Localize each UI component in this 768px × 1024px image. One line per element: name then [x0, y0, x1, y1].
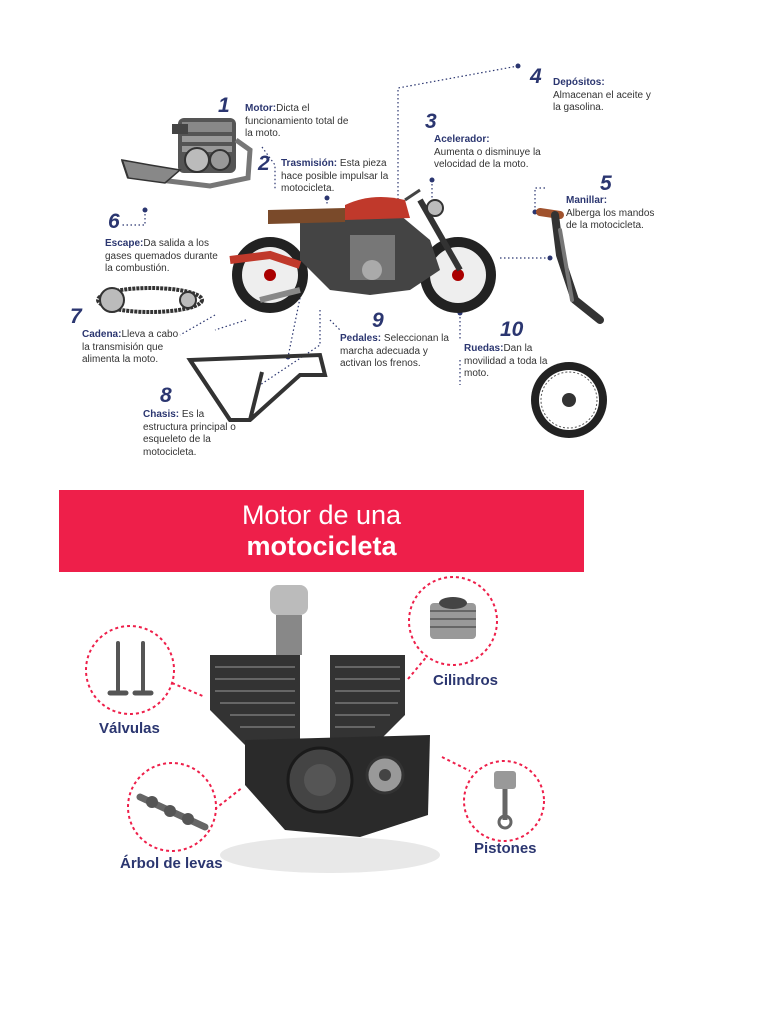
label-text: Da salida a los gases quemados durante l… [105, 238, 218, 274]
label-handlebar: Manillar:Alberga los mandos de la motoci… [566, 195, 666, 233]
engine-illustration [85, 576, 545, 873]
engine-part-icon [159, 118, 253, 189]
camshaft-icon [136, 793, 209, 831]
wheel-part-icon [531, 362, 607, 438]
valves-label: Válvulas [99, 720, 160, 737]
label-text: Alberga los mandos de la motocicleta. [566, 207, 655, 232]
exhaust-part-icon [120, 159, 182, 184]
label-text: Aumenta o disminuye la velocidad de la m… [434, 146, 541, 171]
label-pedals: Pedales: Seleccionan la marcha adecuada … [340, 333, 450, 371]
label-title: Chasis: [143, 409, 180, 420]
number-badge-1: 1 [218, 94, 230, 117]
engine-block-icon [210, 585, 440, 873]
label-text: Almacenan el aceite y la gasolina. [553, 89, 651, 114]
label-chassis: Chasis: Es la estructura principal o esq… [143, 409, 248, 459]
engine-title-banner: Motor de una motocicleta [59, 490, 584, 572]
label-transmission: Trasmisión: Esta pieza hace posible impu… [281, 158, 393, 196]
label-motor: Motor:Dicta el funcionamiento total de l… [245, 103, 355, 141]
label-text: Es la estructura principal o esqueleto d… [143, 409, 236, 458]
number-badge-3: 3 [425, 110, 437, 133]
label-title: Acelerador: [434, 134, 490, 145]
number-badge-6: 6 [108, 210, 120, 233]
cylinders-icon [430, 597, 476, 639]
engine-title-line2: motocicleta [246, 531, 397, 561]
label-exhaust: Escape:Da salida a los gases quemados du… [105, 238, 220, 276]
pistons-icon [494, 771, 516, 830]
chain-part-icon [96, 286, 204, 314]
label-title: Motor: [245, 103, 277, 114]
label-text: Dan la movilidad a toda la moto. [464, 343, 548, 379]
label-title: Escape: [105, 238, 144, 249]
label-title: Manillar: [566, 195, 608, 206]
label-title: Pedales: [340, 333, 382, 344]
label-tanks: Depósitos:Almacenan el aceite y la gasol… [553, 77, 653, 115]
motorcycle-illustration [96, 63, 607, 438]
motorcycle-icon [229, 188, 496, 313]
number-badge-10: 10 [500, 318, 524, 341]
label-text: Lleva a cabo la transmisión que alimenta… [82, 329, 179, 365]
number-badge-2: 2 [258, 152, 270, 175]
handlebar-part-icon [536, 208, 604, 324]
camshaft-label: Árbol de levas [120, 855, 223, 872]
pistons-label: Pistones [474, 840, 537, 857]
label-title: Trasmisión: [281, 158, 338, 169]
number-badge-5: 5 [600, 172, 612, 195]
label-wheels: Ruedas:Dan la movilidad a toda la moto. [464, 343, 549, 381]
chassis-part-icon [186, 352, 328, 422]
label-title: Depósitos: [553, 77, 605, 88]
number-badge-4: 4 [530, 65, 542, 88]
engine-title-line1: Motor de una [241, 500, 402, 530]
label-text: Dicta el funcionamiento total de la moto… [245, 103, 349, 139]
number-badge-9: 9 [372, 309, 384, 332]
label-title: Cadena: [82, 329, 122, 340]
number-badge-7: 7 [70, 305, 82, 328]
label-accelerator: Acelerador:Aumenta o disminuye la veloci… [434, 134, 544, 172]
label-title: Ruedas: [464, 343, 504, 354]
cylinders-label: Cilindros [433, 672, 499, 689]
label-text: Seleccionan la marcha adecuada y activan… [340, 333, 449, 369]
valves-icon [107, 641, 154, 696]
label-chain: Cadena:Lleva a cabo la transmisión que a… [82, 329, 182, 367]
label-text: Esta pieza hace posible impulsar la moto… [281, 158, 389, 194]
number-badge-8: 8 [160, 384, 172, 407]
